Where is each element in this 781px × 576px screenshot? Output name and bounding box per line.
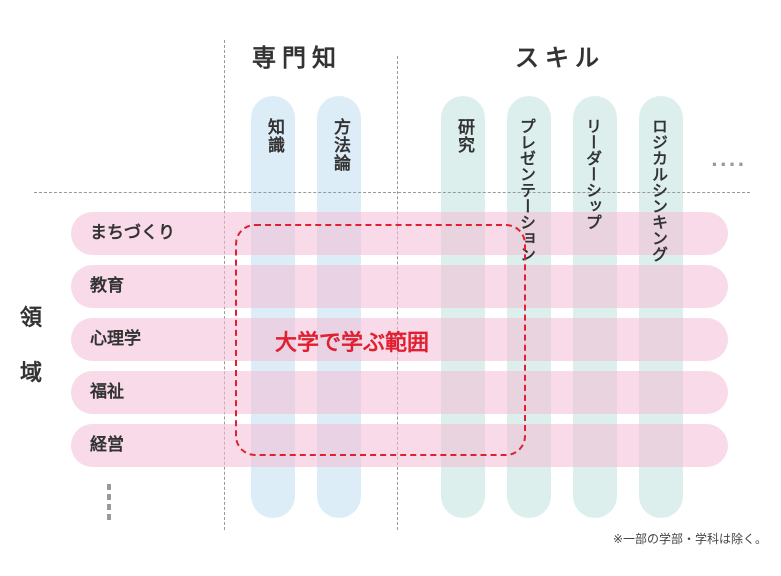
- column-label-presentation: プレゼンテーション: [517, 118, 536, 262]
- row-band: [71, 424, 728, 467]
- header-specialized: 専門知: [252, 44, 342, 72]
- row-label-education: 教育: [90, 276, 124, 296]
- column-label-knowledge: 知識: [264, 118, 284, 154]
- more-rows-indicator: [106, 484, 112, 524]
- footnote: ※一部の学部・学科は除く。: [612, 532, 767, 546]
- column-label-logical: ロジカルシンキング: [649, 118, 668, 262]
- column-label-leadership: リーダーシップ: [583, 118, 602, 230]
- divider-horizontal: [34, 192, 750, 193]
- row-label-psychology: 心理学: [90, 329, 141, 349]
- domain-label-1: 領: [20, 306, 43, 331]
- header-skills: スキル: [515, 44, 605, 72]
- row-label-management: 経営: [90, 435, 124, 455]
- university-scope-outline: [235, 224, 526, 456]
- row-band: [71, 318, 728, 361]
- more-columns-indicator: ....: [711, 150, 747, 171]
- row-band: [71, 265, 728, 308]
- row-band: [71, 212, 728, 255]
- row-band: [71, 371, 728, 414]
- domain-label-2: 域: [20, 361, 43, 386]
- column-label-method: 方法論: [330, 118, 350, 172]
- university-scope-label: 大学で学ぶ範囲: [275, 331, 430, 356]
- column-label-research: 研究: [454, 118, 474, 154]
- row-label-welfare: 福祉: [90, 382, 124, 402]
- row-label-machizukuri: まちづくり: [90, 223, 175, 243]
